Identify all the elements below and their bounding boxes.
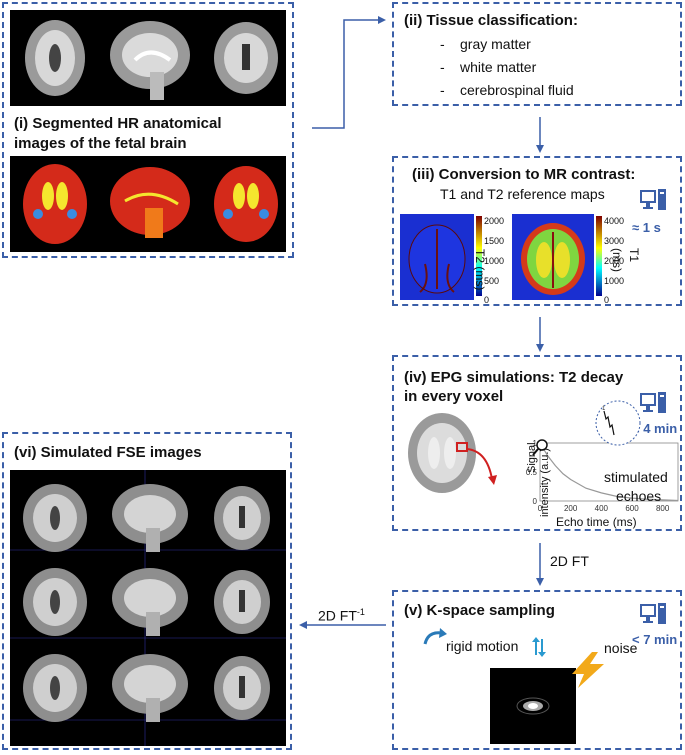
panel-segmented-images: (i) Segmented HR anatomical images of th… <box>2 2 294 258</box>
stimulated-echo-curve <box>603 410 615 436</box>
bullet-dash: - <box>440 82 445 98</box>
brain-grayscale-icon <box>25 20 278 100</box>
chart-ylabel-line2: intensity (a.u.) <box>539 447 551 517</box>
t2-tick: 0 <box>484 295 490 305</box>
panel-ii-title: (ii) Tissue classification: <box>404 12 578 29</box>
t2-bar-label: T2 (ms) <box>473 249 487 291</box>
panel-iv-title-line2: in every voxel <box>404 388 504 405</box>
chart-x-tick: 400 <box>595 504 609 513</box>
panel-v-time: < 7 min <box>632 632 678 647</box>
panel-v-title: (v) K-space sampling <box>404 602 555 619</box>
tissue-item-gray-matter: gray matter <box>460 36 531 52</box>
fse-brains <box>10 470 286 746</box>
t1-tick: 3000 <box>604 236 625 246</box>
brain-segmented-icon <box>23 164 278 244</box>
panel-tissue-classification: (ii) Tissue classification: - gray matte… <box>392 2 682 106</box>
panel-iv-time: < 4 min <box>632 421 678 436</box>
kspace-center <box>516 697 550 715</box>
t1-colorbar <box>596 216 602 296</box>
chart-xlabel: Echo time (ms) <box>556 515 637 529</box>
chart-y-tick: 0.5 <box>526 468 538 477</box>
panel-iii-time: ≈ 1 s <box>632 220 661 235</box>
t1-tick: 4000 <box>604 216 625 226</box>
chart-x-tick: 600 <box>625 504 639 513</box>
panel-simulated-fse: (vi) Simulated FSE images <box>2 432 292 750</box>
panel-vi-title: (vi) Simulated FSE images <box>14 444 202 461</box>
t1-tick: 1000 <box>604 276 625 286</box>
panel-mr-contrast: (iii) Conversion to MR contrast: T1 and … <box>392 156 682 306</box>
chart-x-tick: 800 <box>656 504 670 513</box>
rigid-motion-label: rigid motion <box>446 638 519 654</box>
rotate-icon <box>423 628 447 645</box>
t2-tick: 500 <box>484 276 500 286</box>
tissue-item-csf: cerebrospinal fluid <box>460 82 574 98</box>
t1-map-image <box>512 214 594 300</box>
t2-map-image <box>400 214 474 300</box>
fse-sagittal-inner <box>124 665 176 703</box>
annotation-line1: stimulated <box>604 469 668 485</box>
bullet-dash: - <box>440 36 445 52</box>
kspace-image <box>490 668 576 744</box>
fse-sagittal-stem <box>146 528 160 552</box>
fse-coronal-ventricle <box>239 676 245 698</box>
fse-axial-ventricle <box>50 676 60 700</box>
bullet-dash: - <box>440 59 445 75</box>
panel-iii-title: (iii) Conversion to MR contrast: <box>412 166 636 183</box>
lightning-icon <box>572 652 604 688</box>
signal-decay-chart: 0 200 400 600 800 0 0.5 1 1 <box>526 400 679 513</box>
chart-y-tick: 1 <box>533 439 538 448</box>
t2-tick: 1000 <box>484 256 505 266</box>
panel-i-title-line1: (i) Segmented HR anatomical <box>14 115 222 132</box>
ft-inverse-text: 2D FT <box>318 607 357 624</box>
t1-bar-label: T1 (ms) <box>610 248 641 272</box>
hr-anatomical-images <box>10 10 286 106</box>
computer-icon <box>640 603 666 624</box>
t2-colorbar <box>476 216 482 296</box>
fse-axial-ventricle <box>50 506 60 530</box>
panel-iii-subtitle: T1 and T2 reference maps <box>440 186 605 202</box>
noise-label: noise <box>604 640 638 656</box>
fse-coronal-ventricle <box>239 506 245 528</box>
t2-tick: 1500 <box>484 236 505 246</box>
chart-y-tick: 0 <box>533 497 538 506</box>
panel-i-title-line2: images of the fetal brain <box>14 135 187 152</box>
fse-sagittal-stem <box>146 698 160 722</box>
fse-coronal-ventricle <box>239 590 245 612</box>
t1-tick: 2000 <box>604 256 625 266</box>
fse-image-grid <box>10 470 286 746</box>
decay-curve <box>539 442 679 502</box>
zoom-circle <box>595 400 641 446</box>
chart-x-tick: 200 <box>564 504 578 513</box>
annotation-line2: echoes <box>616 488 662 504</box>
panel-kspace-sampling: (v) K-space sampling < 7 min rigid motio… <box>392 590 682 750</box>
fse-sagittal-inner <box>124 579 176 617</box>
voxel-brain-image <box>402 411 497 495</box>
up-down-arrows-icon <box>532 637 546 657</box>
ft-inverse-label: 2D FT-1 <box>318 604 365 625</box>
magnifier-handle <box>532 448 539 456</box>
t1-tick: 0 <box>604 295 610 305</box>
magnifier-icon <box>536 439 548 451</box>
panel-epg-simulations: (iv) EPG simulations: T2 decay in every … <box>392 355 682 531</box>
panel-iv-title-line1: (iv) EPG simulations: T2 decay <box>404 369 624 386</box>
fse-sagittal-inner <box>124 495 176 533</box>
tissue-item-white-matter: white matter <box>460 59 537 75</box>
chart-x-tick: 0 <box>538 504 543 513</box>
t2-tick: 2000 <box>484 216 505 226</box>
fse-axial-ventricle <box>50 590 60 614</box>
ft-inverse-sup: -1 <box>356 607 365 617</box>
ft-down-label: 2D FT <box>550 553 589 569</box>
computer-icon <box>640 392 666 413</box>
zoom-tick-label: 1 <box>602 406 606 412</box>
segmented-images <box>10 156 286 252</box>
fse-sagittal-stem <box>146 612 160 636</box>
computer-icon <box>640 189 666 210</box>
